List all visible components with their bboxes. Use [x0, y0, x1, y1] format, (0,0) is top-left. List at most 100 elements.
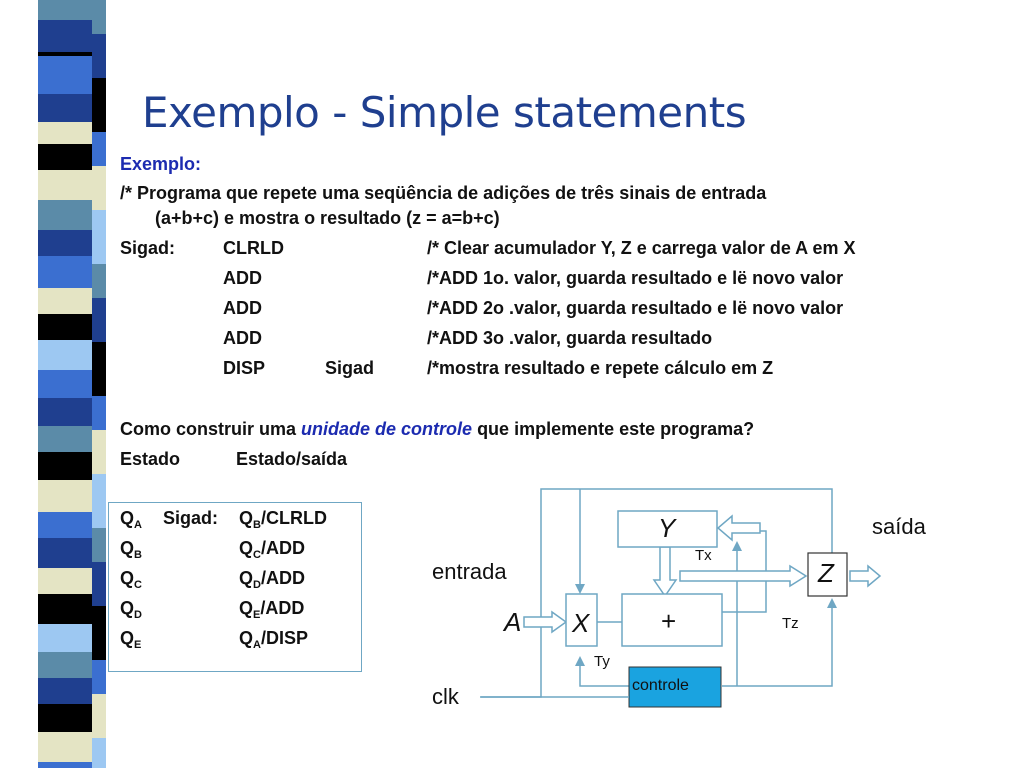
output-z-arrow — [849, 564, 882, 588]
state-q-sub: C — [134, 579, 142, 591]
stripe-edge-block — [92, 430, 106, 474]
state-next-sub: A — [253, 639, 261, 651]
tz-arrowhead — [827, 598, 837, 608]
state-label: Sigad: — [163, 508, 219, 528]
state-output: /ADD — [260, 538, 305, 558]
label-tz: Tz — [782, 615, 799, 632]
stripe-edge-block — [92, 78, 106, 132]
stripe-block — [38, 452, 92, 480]
stripe-block — [38, 144, 92, 170]
state-q: Q — [120, 628, 135, 648]
state-next-q: Q — [239, 628, 254, 648]
x-top-arrowhead — [575, 584, 585, 594]
stripe-block — [38, 512, 92, 538]
stripe-block — [38, 678, 92, 704]
state-current: QD — [120, 598, 142, 621]
state-output: /CLRLD — [260, 508, 327, 528]
stripe-block — [38, 704, 92, 732]
stripe-block — [38, 256, 92, 288]
stripe-block — [38, 398, 92, 426]
question: Como construir uma unidade de controle q… — [120, 419, 754, 440]
label-ty: Ty — [594, 653, 610, 670]
state-current: QB — [120, 538, 142, 561]
state-next: QE/ADD — [239, 598, 305, 621]
label-z: Z — [818, 558, 834, 588]
program-label: Sigad: — [120, 238, 176, 258]
state-q-sub: D — [134, 609, 142, 621]
stripe-edge-block — [92, 606, 106, 660]
table-header-estado-saida: Estado/saída — [236, 449, 348, 469]
state-output: /DISP — [260, 628, 308, 648]
adder-feedback-wire — [722, 530, 767, 613]
state-next-sub: B — [253, 519, 261, 531]
stripe-block — [38, 122, 92, 144]
program-op: ADD — [223, 298, 262, 318]
program-comment: /*ADD 2o .valor, guarda resultado e lë n… — [427, 298, 844, 318]
stripe-block — [38, 370, 92, 398]
stripe-block — [38, 0, 92, 20]
state-current: QA — [120, 508, 142, 531]
example-heading: Exemplo: — [120, 154, 202, 174]
stripe-edge-block — [92, 0, 106, 34]
label-clk: clk — [432, 684, 459, 709]
state-current: QE — [120, 628, 142, 651]
stripe-block — [38, 568, 92, 594]
program-comment: /*ADD 1o. valor, guarda resultado e lë n… — [427, 268, 844, 288]
stripe-edge-block — [92, 562, 106, 606]
stripe-edge-block — [92, 694, 106, 738]
label-plus: + — [661, 606, 677, 636]
stripe-edge-block — [92, 34, 106, 78]
state-next-q: Q — [239, 598, 254, 618]
stripe-block — [38, 230, 92, 256]
slide-title: Exemplo - Simple statements — [142, 88, 747, 137]
ty-arrowhead — [575, 656, 585, 666]
stripe-block — [38, 480, 92, 512]
program-comment: /* Clear acumulador Y, Z e carrega valor… — [427, 238, 856, 258]
stripe-edge-block — [92, 660, 106, 694]
state-output: /ADD — [260, 598, 305, 618]
state-next: QA/DISP — [239, 628, 308, 651]
stripe-block — [38, 200, 92, 230]
state-next-sub: D — [253, 579, 261, 591]
adder-output-arrow — [679, 564, 808, 588]
stripe-edge-block — [92, 132, 106, 166]
state-next-q: Q — [239, 508, 254, 528]
stripe-block — [38, 624, 92, 652]
table-header-estado: Estado — [120, 449, 181, 469]
stripe-edge-block — [92, 298, 106, 342]
state-next-sub: E — [253, 609, 261, 621]
stripe-edge-block — [92, 474, 106, 528]
state-next-q: Q — [239, 568, 254, 588]
program-op: ADD — [223, 268, 262, 288]
label-saida: saída — [872, 514, 926, 539]
stripe-block — [38, 538, 92, 568]
stripe-edge-block — [92, 738, 106, 768]
y-down-arrow — [652, 546, 678, 598]
stripe-block — [38, 762, 92, 768]
decorative-stripe — [0, 0, 106, 768]
tz-control-wire — [722, 600, 833, 687]
state-q-sub: B — [134, 549, 142, 561]
state-q-sub: A — [134, 519, 142, 531]
stripe-block — [38, 426, 92, 452]
program-arg: Sigad — [325, 358, 375, 378]
state-next: QC/ADD — [239, 538, 305, 561]
state-q: Q — [120, 508, 135, 528]
stripe-block — [38, 20, 92, 52]
stripe-block — [38, 652, 92, 678]
state-q: Q — [120, 598, 135, 618]
state-q: Q — [120, 568, 135, 588]
state-q-sub: E — [134, 639, 142, 651]
stripe-block — [38, 52, 92, 56]
program-op: CLRLD — [223, 238, 284, 258]
state-table-box — [108, 502, 362, 672]
stripe-block — [38, 288, 92, 314]
question-before: Como construir uma — [120, 419, 302, 439]
question-after: que implemente este programa? — [472, 419, 755, 439]
stripe-block — [38, 340, 92, 370]
state-next: QB/CLRLD — [239, 508, 327, 531]
comment-line-1: /* Programa que repete uma seqüência de … — [120, 183, 767, 203]
state-next-sub: C — [253, 549, 261, 561]
state-q: Q — [120, 538, 135, 558]
state-output: /ADD — [260, 568, 305, 588]
